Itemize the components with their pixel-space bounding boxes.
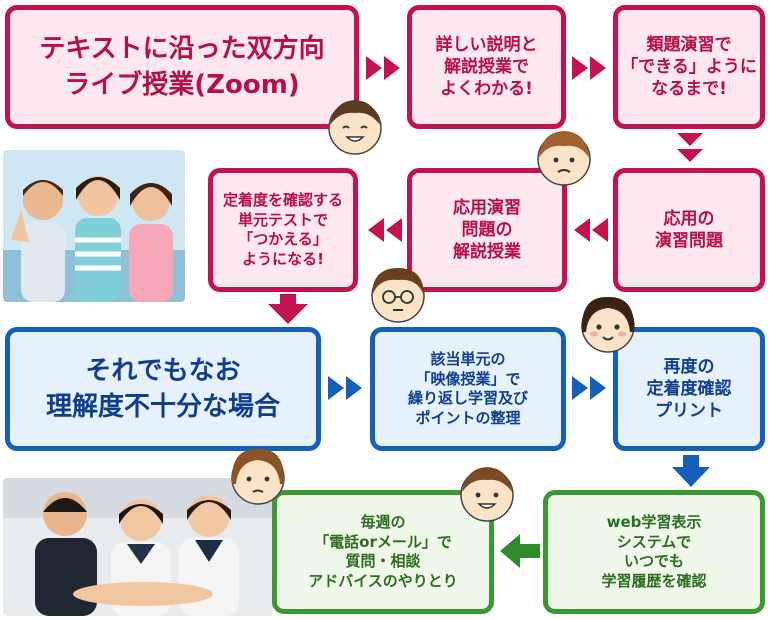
zoom-live-class-label: テキストに沿った双方向 ライブ授業(Zoom) <box>39 33 325 100</box>
zoom-live-class-box: テキストに沿った双方向 ライブ授業(Zoom) <box>5 5 359 129</box>
arrow-down-icon <box>672 455 710 487</box>
video-class-box: 該当単元の 「映像授業」で 繰り返し学習及び ポイントの整理 <box>370 327 566 451</box>
recheck-print-label: 再度の 定着度確認 プリント <box>646 356 732 422</box>
arrow-left-icon <box>574 218 608 242</box>
arrow-right-icon <box>572 56 606 80</box>
students-photo-bottom <box>3 478 273 616</box>
arrow-right-icon <box>366 56 400 80</box>
insufficient-understanding-box: それでもなお 理解度不十分な場合 <box>5 327 321 451</box>
weekly-support-box: 毎週の 「電話orメール」で 質問・相談 アドバイスのやりとり <box>272 490 494 614</box>
weekly-support-label: 毎週の 「電話orメール」で 質問・相談 アドバイスのやりとり <box>308 513 458 590</box>
girl-glasses-face-icon <box>371 268 425 323</box>
boy-smiling-face-icon <box>328 100 382 155</box>
arrow-down-icon <box>677 133 703 162</box>
unit-test-label: 定着度を確認する 単元テストで 「つかえる」 ようになる! <box>222 191 343 268</box>
arrow-left-icon <box>500 534 540 568</box>
boy-worried-face-icon <box>537 131 591 186</box>
explanation-class-box: 詳しい説明と 解説授業で よくわかる! <box>407 5 566 129</box>
recheck-print-box: 再度の 定着度確認 プリント <box>613 327 765 451</box>
unit-test-box: 定着度を確認する 単元テストで 「つかえる」 ようになる! <box>208 168 358 292</box>
applied-class-box: 応用演習 問題の 解説授業 <box>407 168 567 292</box>
applied-problems-box: 応用の 演習問題 <box>613 168 765 292</box>
web-history-box: web学習表示 システムで いつでも 学習履歴を確認 <box>543 490 765 614</box>
applied-problems-label: 応用の 演習問題 <box>655 208 723 251</box>
boy-happy-face-icon <box>460 467 514 522</box>
arrow-right-icon <box>328 376 362 400</box>
web-history-label: web学習表示 システムで いつでも 学習履歴を確認 <box>601 513 707 590</box>
arrow-down-icon <box>268 294 308 324</box>
video-class-label: 該当単元の 「映像授業」で 繰り返し学習及び ポイントの整理 <box>407 350 528 427</box>
girl-thinking-face-icon <box>231 448 285 505</box>
explanation-class-label: 詳しい説明と 解説授業で よくわかる! <box>435 34 538 100</box>
applied-class-label: 応用演習 問題の 解説授業 <box>453 197 521 263</box>
arrow-left-icon <box>368 218 402 242</box>
arrow-right-icon <box>572 376 606 400</box>
insufficient-understanding-label: それでもなお 理解度不十分な場合 <box>45 355 280 422</box>
similar-practice-box: 類題演習で 「できる」ように なるまで! <box>613 5 765 129</box>
girl-smiling-face-icon <box>581 296 635 353</box>
similar-practice-label: 類題演習で 「できる」ように なるまで! <box>621 34 757 100</box>
students-photo-top <box>3 150 185 302</box>
